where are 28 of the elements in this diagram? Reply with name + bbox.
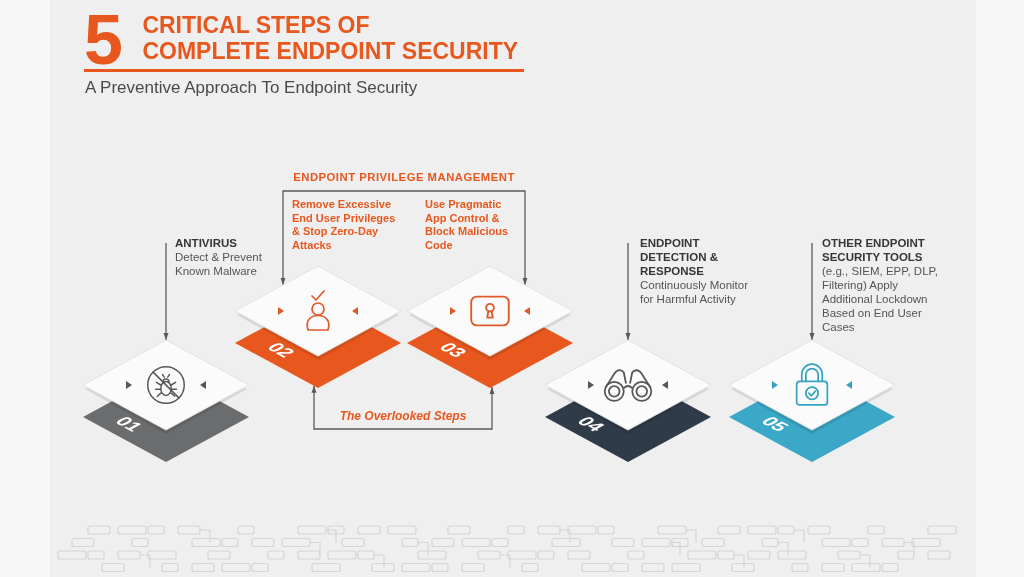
step-number: 04 — [572, 413, 609, 434]
description-text: (e.g., SIEM, EPP, DLP, Filtering) Apply Additional Lockdown Based on End User Cases — [822, 264, 939, 334]
leader-line — [625, 242, 631, 341]
leader-line — [311, 385, 404, 430]
leader-line — [280, 190, 405, 286]
step-number: 02 — [262, 339, 299, 360]
description-text: Continuously Monitor for Harmful Activity — [640, 278, 750, 306]
title: 5 CRITICAL STEPS OF COMPLETE ENDPOINT SECURITY — [84, 11, 519, 69]
step-description: Use Pragmatic App Control & Block Malicious Code — [425, 198, 510, 252]
description-text: Detect & Prevent Known Malware — [175, 250, 263, 278]
bracket-label: The Overlooked Steps — [336, 409, 470, 429]
subtitle: A Preventive Approach To Endpoint Security — [85, 78, 418, 98]
step-tile — [405, 264, 575, 390]
heading-text: OTHER ENDPOINT SECURITY TOOLS — [822, 236, 926, 264]
step-description: Remove Excessive End User Privileges & Stop Zero-Day Attacks — [292, 198, 397, 252]
leader-line — [163, 242, 169, 341]
step-number: 03 — [434, 339, 471, 360]
leader-line — [403, 190, 528, 286]
group-heading: ENDPOINT PRIVILEGE MANAGEMENT — [290, 171, 518, 191]
step-number: 01 — [110, 413, 147, 434]
leader-line — [402, 386, 495, 430]
step-tile — [81, 338, 251, 464]
heading-text: ENDPOINT DETECTION & RESPONSE — [640, 236, 719, 278]
heading-text: ANTIVIRUS — [175, 236, 238, 250]
step-tile — [727, 338, 897, 464]
step-tile — [543, 338, 713, 464]
leader-line — [809, 242, 815, 341]
step-number: 05 — [756, 413, 793, 434]
